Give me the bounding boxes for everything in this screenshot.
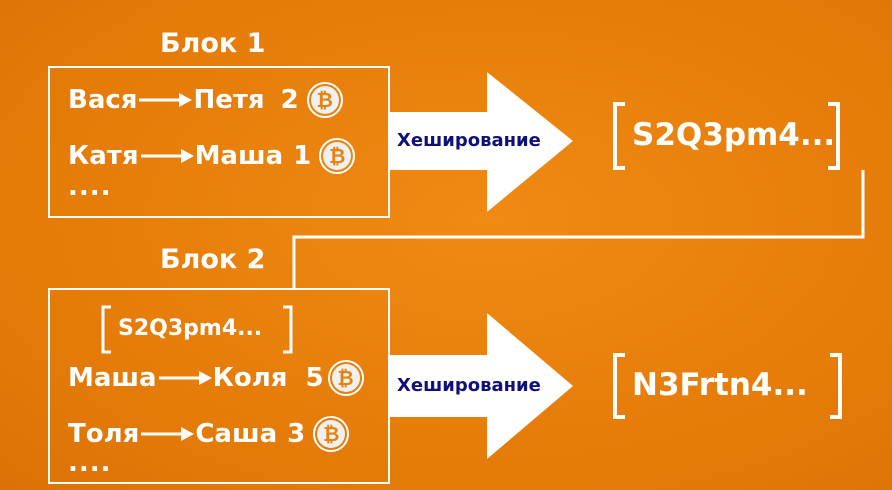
tx-amount: 1 <box>293 141 312 171</box>
block2-box <box>48 288 390 484</box>
hash1-bracket-right <box>828 102 840 170</box>
hash2-bracket-right <box>830 353 842 419</box>
tx-receiver: Саша <box>195 419 278 449</box>
block1-more: .... <box>68 172 112 202</box>
bitcoin-icon: ₿ <box>306 82 343 118</box>
block2-hash: N3Frtn4... <box>632 367 808 403</box>
block2-title: Блок 2 <box>160 244 266 275</box>
big-arrow-1 <box>388 72 573 212</box>
bitcoin-icon: ₿ <box>319 138 356 174</box>
arrow-right-icon <box>141 427 195 441</box>
prev-hash-bracket-right <box>283 305 293 354</box>
block2-tx2: Толя Саша 3 ₿ <box>68 416 350 452</box>
prev-hash-bracket-left <box>101 305 111 354</box>
tx-receiver: Коля <box>212 363 288 393</box>
tx-amount: 2 <box>280 85 299 115</box>
tx-amount: 3 <box>287 419 306 449</box>
block2-hash-label: Хеширование <box>397 375 541 396</box>
tx-receiver: Петя <box>193 85 265 115</box>
block1-box <box>48 66 390 218</box>
block1-tx1: Вася Петя 2 ₿ <box>68 82 343 118</box>
tx-sender: Толя <box>68 419 140 449</box>
block1-title: Блок 1 <box>160 28 266 59</box>
tx-sender: Катя <box>68 141 139 171</box>
block1-hash-label: Хеширование <box>397 130 541 151</box>
block2-more: .... <box>68 448 112 478</box>
tx-sender: Маша <box>68 363 157 393</box>
arrow-right-icon <box>158 371 212 385</box>
big-arrow-2 <box>388 313 573 459</box>
block1-tx2: Катя Маша 1 ₿ <box>68 138 356 174</box>
block2-tx1: Маша Коля 5 ₿ <box>68 360 364 396</box>
hash2-bracket-left <box>613 353 625 419</box>
hash1-bracket-left <box>613 102 625 170</box>
bitcoin-icon: ₿ <box>327 360 364 396</box>
block2-prev-hash: S2Q3pm4... <box>118 316 263 341</box>
tx-receiver: Маша <box>194 141 284 171</box>
tx-amount: 5 <box>305 363 324 393</box>
tx-sender: Вася <box>68 85 138 115</box>
chain-connector <box>292 170 865 288</box>
bitcoin-icon: ₿ <box>313 416 350 452</box>
block1-hash: S2Q3pm4... <box>632 117 836 153</box>
arrow-right-icon <box>139 93 193 107</box>
arrow-right-icon <box>140 149 194 163</box>
